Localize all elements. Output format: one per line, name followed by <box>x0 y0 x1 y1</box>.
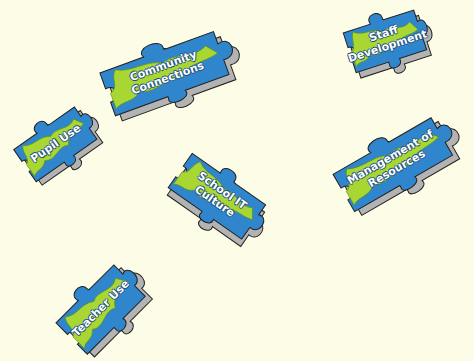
puzzle-piece: Pupil Use <box>0 90 112 195</box>
puzzle-piece: School IT Culture <box>152 136 284 256</box>
piece-face <box>49 253 156 360</box>
piece-face <box>9 96 107 187</box>
piece-label: School IT Culture <box>173 160 263 233</box>
puzzle-piece: Community Connections <box>80 12 250 133</box>
piece-pattern <box>16 110 92 177</box>
puzzle-piece: Management of Resources <box>313 97 473 228</box>
puzzle-piece: Staff Development <box>330 0 441 86</box>
puzzle-piece: Teacher Use <box>38 246 162 361</box>
piece-label: Community Connections <box>103 40 228 106</box>
piece-shadow <box>14 100 112 191</box>
piece-pattern <box>59 268 140 349</box>
piece-face <box>163 146 277 250</box>
piece-face <box>340 0 435 80</box>
piece-face <box>96 19 243 124</box>
piece-pattern <box>173 157 262 234</box>
piece-face <box>328 104 466 218</box>
